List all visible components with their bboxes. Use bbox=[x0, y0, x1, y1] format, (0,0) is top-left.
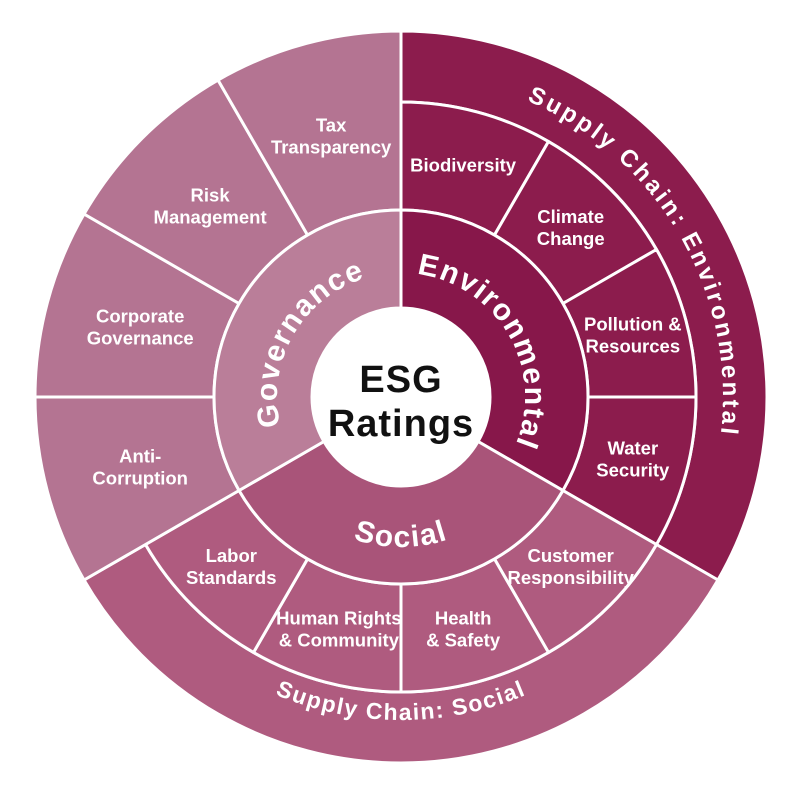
label-anti-corruption: Anti-Corruption bbox=[92, 445, 188, 488]
center-hub bbox=[312, 308, 490, 486]
label-health-safety: Health& Safety bbox=[426, 607, 501, 650]
label-pollution-resources: Pollution &Resources bbox=[584, 313, 682, 356]
label-human-rights-community: Human Rights& Community bbox=[276, 607, 401, 650]
label-biodiversity: Biodiversity bbox=[410, 155, 517, 176]
